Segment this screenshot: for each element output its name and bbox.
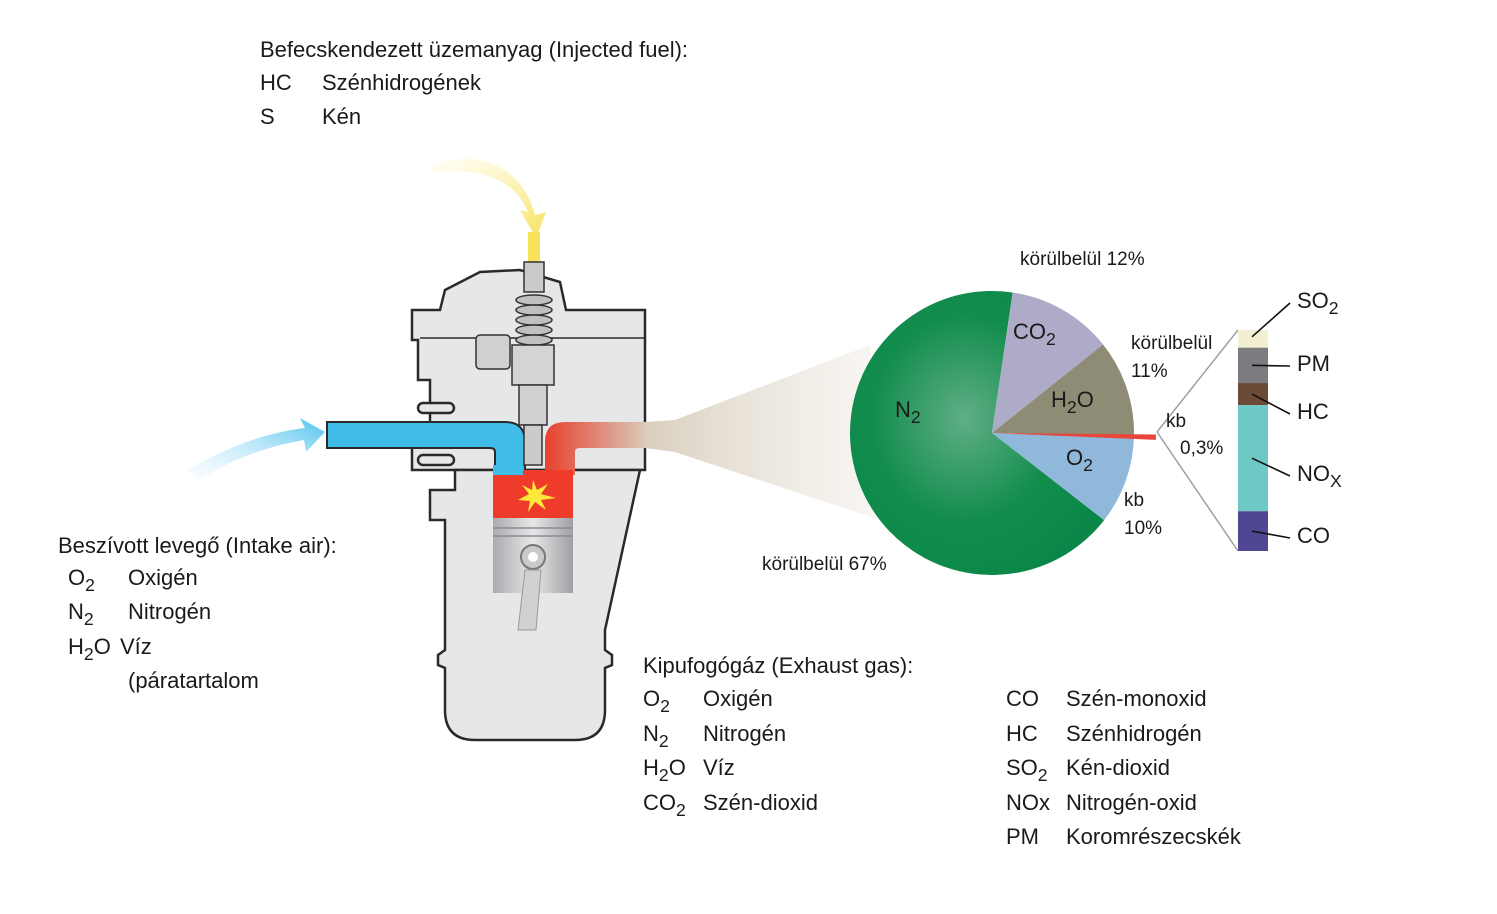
exhaust-pipe (545, 422, 650, 475)
piston (493, 518, 573, 631)
leader-line (1251, 302, 1291, 338)
pollutant-breakdown-bar (1238, 302, 1291, 551)
leader-line (1251, 393, 1291, 415)
pie-slice-pollutants (992, 433, 1156, 440)
bar-segment-so (1238, 330, 1268, 348)
pie-annotation-n2: körülbelül 67% (762, 554, 887, 575)
breakdown-connectors (1156, 329, 1239, 552)
exhaust-plume (645, 345, 880, 520)
exhaust-title: Kipufogógáz (Exhaust gas): (643, 653, 914, 678)
pie-label-o2: O2 (1066, 445, 1093, 476)
fuel-arrow-icon (432, 158, 546, 238)
pie-label-h2o: H2O (1051, 387, 1094, 418)
pie-label-n2: N2 (895, 397, 921, 428)
bar-label-hc: HC (1297, 399, 1329, 424)
pie-slice-co2 (992, 292, 1104, 433)
bar-label-pm: PM (1297, 351, 1330, 376)
pie-slice-n2 (850, 291, 1105, 576)
bar-label-so: SO2 (1297, 288, 1339, 319)
fuel-title: Befecskendezett üzemanyag (Injected fuel… (260, 37, 689, 62)
pie-slice-o2 (992, 433, 1134, 521)
leader-line (1251, 457, 1291, 477)
pie-annotation-pollutants-kb: kb (1166, 411, 1187, 432)
fuel-injector (475, 232, 555, 466)
intake-note: (páratartalom (128, 668, 259, 693)
intake-title: Beszívott levegő (Intake air): (58, 533, 337, 558)
pie-annotation-pollutants-value: 0,3% (1180, 438, 1224, 459)
bar-label-co: CO (1297, 523, 1330, 548)
bar-label-no: NOX (1297, 461, 1342, 492)
intake-air-arrow-icon (188, 418, 325, 482)
pie-slice-h2o (992, 344, 1134, 436)
leader-line (1251, 530, 1291, 539)
spark-icon (518, 480, 556, 512)
exhaust-pie-chart (850, 291, 1156, 576)
pie-label-co2: CO2 (1013, 319, 1056, 350)
leader-line (1251, 364, 1291, 367)
combustion-chamber (493, 465, 573, 518)
pie-annotation-co2: körülbelül 12% (1020, 249, 1145, 270)
